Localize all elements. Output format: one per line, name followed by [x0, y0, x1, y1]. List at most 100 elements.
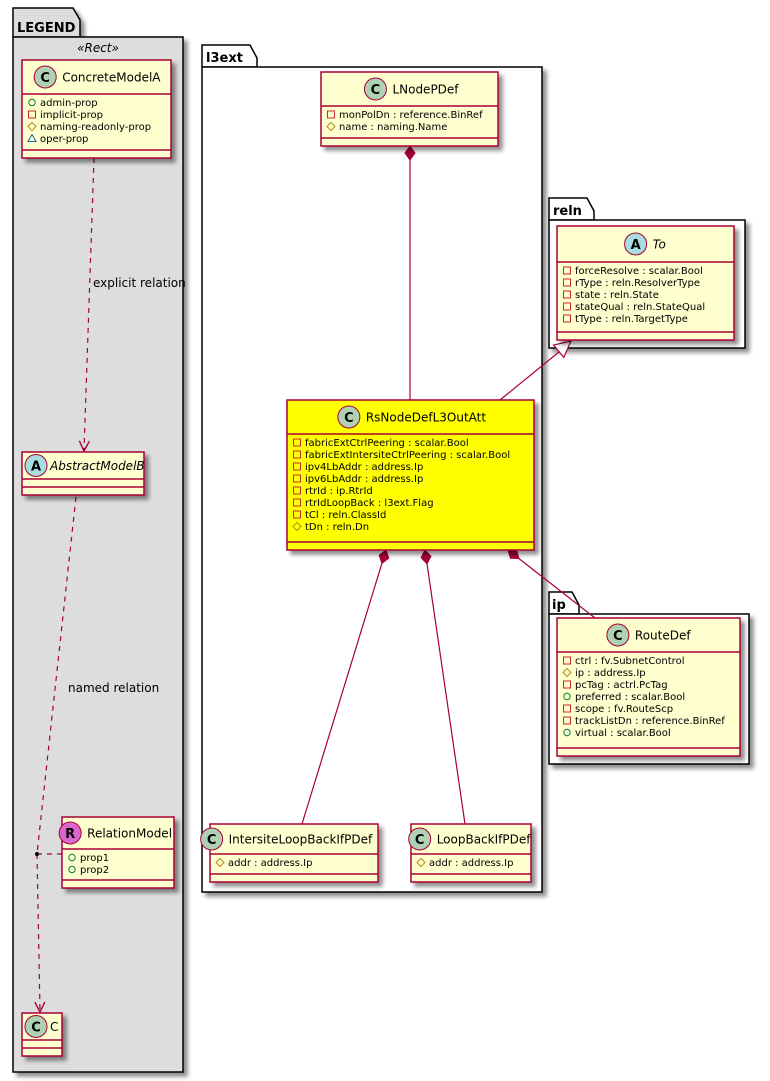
class-kind-letter: C: [40, 71, 50, 86]
attribute-row: trackListDn : reference.BinRef: [563, 716, 725, 727]
protected-visibility-icon: [416, 857, 426, 868]
class-kind-letter: A: [631, 238, 641, 253]
class-name: ConcreteModelA: [62, 71, 161, 85]
attribute-text: name : naming.Name: [339, 122, 447, 133]
attribute-row: addr : address.Ip: [416, 857, 513, 869]
generalization-arrow-icon: [552, 340, 573, 359]
class-c-icon: [408, 827, 432, 851]
private-visibility-icon: [563, 266, 571, 275]
package-reln-tab: [548, 197, 595, 221]
class-box: [320, 71, 499, 147]
class-name: LNodePDef: [392, 83, 459, 97]
attribute-text: addr : address.Ip: [429, 858, 513, 869]
attribute-text: forceResolve : scalar.Bool: [575, 266, 703, 277]
composition-line: [426, 563, 466, 825]
attribute-row: preferred : scalar.Bool: [563, 692, 685, 703]
protected-visibility-icon: [562, 667, 572, 678]
attribute-text: scope : fv.RouteScp: [575, 704, 673, 715]
package-visibility-icon: [27, 133, 37, 142]
attribute-row: tDn : reln.Dn: [292, 521, 369, 533]
attribute-text: ipv4LbAddr : address.Ip: [305, 462, 423, 473]
class-c-icon: [337, 405, 361, 429]
attribute-row: state : reln.State: [563, 290, 659, 301]
class-intersite-loop-back-if-pdef[interactable]: C IntersiteLoopBackIfPDef addr : address.I…: [200, 823, 379, 883]
package-legend: LEGEND «Rect»: [12, 7, 184, 1073]
public-visibility-icon: [563, 728, 571, 737]
class-name: IntersiteLoopBackIfPDef: [229, 833, 373, 847]
attribute-row: pcTag : actrl.PcTag: [563, 680, 668, 691]
private-visibility-icon: [293, 450, 301, 459]
class-box: [286, 399, 535, 551]
attribute-text: ipv6LbAddr : address.Ip: [305, 474, 423, 485]
class-name: RouteDef: [635, 629, 691, 643]
private-visibility-icon: [293, 486, 301, 495]
attribute-text: tCl : reln.ClassId: [305, 510, 386, 521]
private-visibility-icon: [563, 716, 571, 725]
attribute-text: preferred : scalar.Bool: [575, 692, 685, 703]
attribute-text: addr : address.Ip: [228, 858, 312, 869]
attribute-row: stateQual : reln.StateQual: [563, 302, 705, 313]
private-visibility-icon: [563, 278, 571, 287]
protected-visibility-icon: [27, 121, 37, 132]
attribute-row: ipv6LbAddr : address.Ip: [293, 474, 423, 485]
private-visibility-icon: [327, 110, 335, 119]
attribute-row: monPolDn : reference.BinRef: [327, 110, 483, 121]
attribute-text: rType : reln.ResolverType: [575, 278, 700, 289]
arrow-head-icon: [78, 440, 90, 453]
private-visibility-icon: [563, 290, 571, 299]
public-visibility-icon: [68, 853, 76, 862]
attribute-row: ctrl : fv.SubnetControl: [563, 656, 684, 667]
composition-line: [301, 563, 383, 825]
attribute-text: fabricExtCtrlPeering : scalar.Bool: [305, 438, 469, 449]
class-kind-letter: R: [65, 827, 75, 842]
composition-diamond-icon: [507, 549, 520, 560]
attribute-row: name : naming.Name: [326, 121, 447, 133]
class-c-icon: [363, 77, 387, 101]
attribute-text: state : reln.State: [575, 290, 659, 301]
attribute-text: prop2: [80, 865, 109, 876]
class-c-icon: [33, 65, 57, 89]
class-kind-letter: C: [415, 833, 425, 848]
class-name: AbstractModelB: [49, 459, 145, 473]
public-visibility-icon: [563, 692, 571, 701]
attribute-text: pcTag : actrl.PcTag: [575, 680, 668, 691]
private-visibility-icon: [563, 680, 571, 689]
attribute-row: oper-prop: [27, 133, 88, 145]
attribute-row: ip : address.Ip: [562, 667, 646, 679]
protected-visibility-icon: [292, 521, 302, 532]
attribute-row: tType : reln.TargetType: [563, 314, 688, 325]
private-visibility-icon: [563, 314, 571, 323]
attribute-row: addr : address.Ip: [215, 857, 312, 869]
abstract-a-icon: [24, 454, 48, 477]
class-c-icon: [606, 623, 630, 647]
package-legend-tab: [12, 7, 81, 38]
private-visibility-icon: [293, 510, 301, 519]
package-legend-title: LEGEND: [17, 21, 76, 36]
class-name: C: [50, 1020, 58, 1034]
attribute-text: ctrl : fv.SubnetControl: [575, 656, 684, 667]
class-lnode-pdef[interactable]: C LNodePDef monPolDn : reference.BinRefnam…: [320, 71, 499, 147]
class-box: [209, 823, 379, 883]
class-kind-letter: C: [31, 1021, 41, 1036]
attribute-row: fabricExtCtrlPeering : scalar.Bool: [293, 438, 469, 449]
class-kind-letter: C: [207, 833, 217, 848]
class-c-icon: [24, 1015, 48, 1038]
class-name: RelationModel: [87, 827, 172, 841]
private-visibility-icon: [563, 704, 571, 713]
attribute-text: prop1: [80, 853, 109, 864]
attribute-text: stateQual : reln.StateQual: [575, 302, 705, 313]
package-ip-tab: [548, 591, 580, 615]
association-point: [35, 852, 39, 856]
relation-r-icon: [58, 821, 82, 845]
package-ip-title: ip: [552, 598, 566, 613]
class-kind-letter: C: [371, 83, 381, 98]
